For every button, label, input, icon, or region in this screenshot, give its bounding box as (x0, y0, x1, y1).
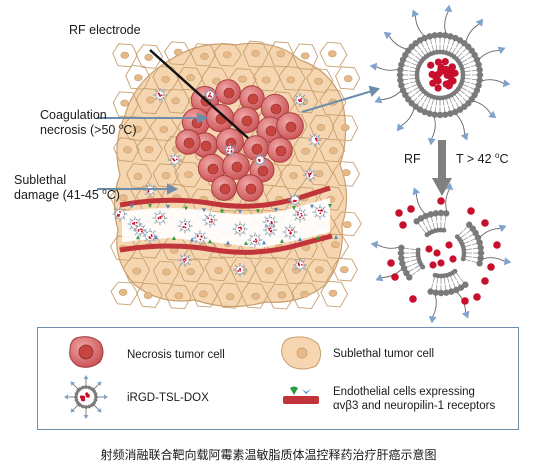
blood-vessel (112, 185, 338, 255)
necrosis-cell-icon (69, 336, 104, 368)
rf-electrode-label: RF electrode (69, 23, 141, 37)
rf-electrode (149, 49, 249, 139)
tissue-liposomes (133, 88, 322, 277)
legend-icons (64, 336, 322, 419)
liposome-released (370, 182, 512, 324)
pointer-arrows (97, 85, 380, 195)
transition-arrow (432, 140, 452, 196)
sublethal-label: Sublethal damage (41-45 oC) (14, 173, 120, 202)
legend-necrosis-label: Necrosis tumor cell (127, 349, 225, 361)
liposome-intact (369, 4, 511, 146)
legend-endothelial-label: Endothelial cells expressing αvβ3 and ne… (333, 386, 496, 412)
legend-liposome-label: iRGD-TSL-DOX (127, 392, 209, 404)
sublethal-cell-icon (281, 336, 322, 370)
schematic-diagram (97, 4, 512, 324)
figure-caption: 射频消融联合靶向载阿霉素温敏脂质体温控释药治疗肝癌示意图 (100, 448, 437, 462)
endothelial-icon (283, 386, 319, 404)
coagulation-label: Coagulation necrosis (>50 oC) (40, 108, 137, 137)
legend-box: Necrosis tumor cell Sublethal tumor cell… (37, 327, 519, 430)
liposome-icon (64, 375, 108, 419)
temperature-label: T > 42 oC (456, 151, 509, 167)
legend-sublethal-label: Sublethal tumor cell (333, 348, 434, 360)
rf-label: RF (404, 152, 421, 166)
